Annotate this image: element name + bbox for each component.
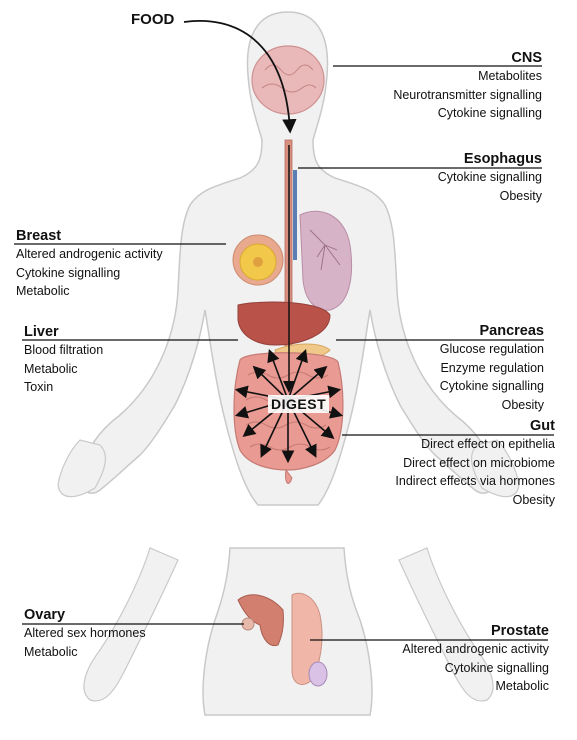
esophagus-item: Obesity	[438, 187, 542, 206]
cns-item: Metabolites	[393, 67, 542, 86]
lower-body-silhouette	[203, 548, 372, 715]
breast-item: Cytokine signalling	[16, 264, 163, 283]
ovary-item: Metabolic	[24, 643, 146, 662]
digest-label: DIGEST	[268, 395, 329, 413]
esophagus-title: Esophagus	[438, 151, 542, 168]
liver-item: Blood filtration	[24, 341, 103, 360]
liver-item: Metabolic	[24, 360, 103, 379]
liver-item: Toxin	[24, 378, 103, 397]
cns-title: CNS	[393, 50, 542, 67]
prostate-title: Prostate	[402, 623, 549, 640]
pancreas-callout: Pancreas Glucose regulation Enzyme regul…	[440, 323, 544, 414]
prostate-callout: Prostate Altered androgenic activity Cyt…	[402, 623, 549, 696]
cns-callout: CNS Metabolites Neurotransmitter signall…	[393, 50, 542, 123]
pancreas-item: Glucose regulation	[440, 340, 544, 359]
gut-callout: Gut Direct effect on epithelia Direct ef…	[395, 418, 555, 509]
ovary-title: Ovary	[24, 607, 146, 624]
gut-item: Indirect effects via hormones	[395, 472, 555, 491]
liver-title: Liver	[24, 324, 103, 341]
breast-title: Breast	[16, 228, 163, 245]
gut-item: Obesity	[395, 491, 555, 510]
food-label: FOOD	[131, 11, 174, 28]
prostate-item: Metabolic	[402, 677, 549, 696]
pancreas-item: Cytokine signalling	[440, 377, 544, 396]
prostate-item: Altered androgenic activity	[402, 640, 549, 659]
gut-title: Gut	[395, 418, 555, 435]
pancreas-title: Pancreas	[440, 323, 544, 340]
liver-callout: Liver Blood filtration Metabolic Toxin	[24, 324, 103, 397]
prostate-item: Cytokine signalling	[402, 659, 549, 678]
brain-icon	[252, 46, 324, 114]
esophagus-callout: Esophagus Cytokine signalling Obesity	[438, 151, 542, 205]
esophagus-item: Cytokine signalling	[438, 168, 542, 187]
gut-item: Direct effect on microbiome	[395, 454, 555, 473]
pancreas-item: Enzyme regulation	[440, 359, 544, 378]
breast-item: Metabolic	[16, 282, 163, 301]
ovary-item: Altered sex hormones	[24, 624, 146, 643]
ovary-callout: Ovary Altered sex hormones Metabolic	[24, 607, 146, 661]
gut-item: Direct effect on epithelia	[395, 435, 555, 454]
cns-item: Cytokine signalling	[393, 104, 542, 123]
pancreas-item: Obesity	[440, 396, 544, 415]
cns-item: Neurotransmitter signalling	[393, 86, 542, 105]
breast-callout: Breast Altered androgenic activity Cytok…	[16, 228, 163, 301]
breast-item: Altered androgenic activity	[16, 245, 163, 264]
